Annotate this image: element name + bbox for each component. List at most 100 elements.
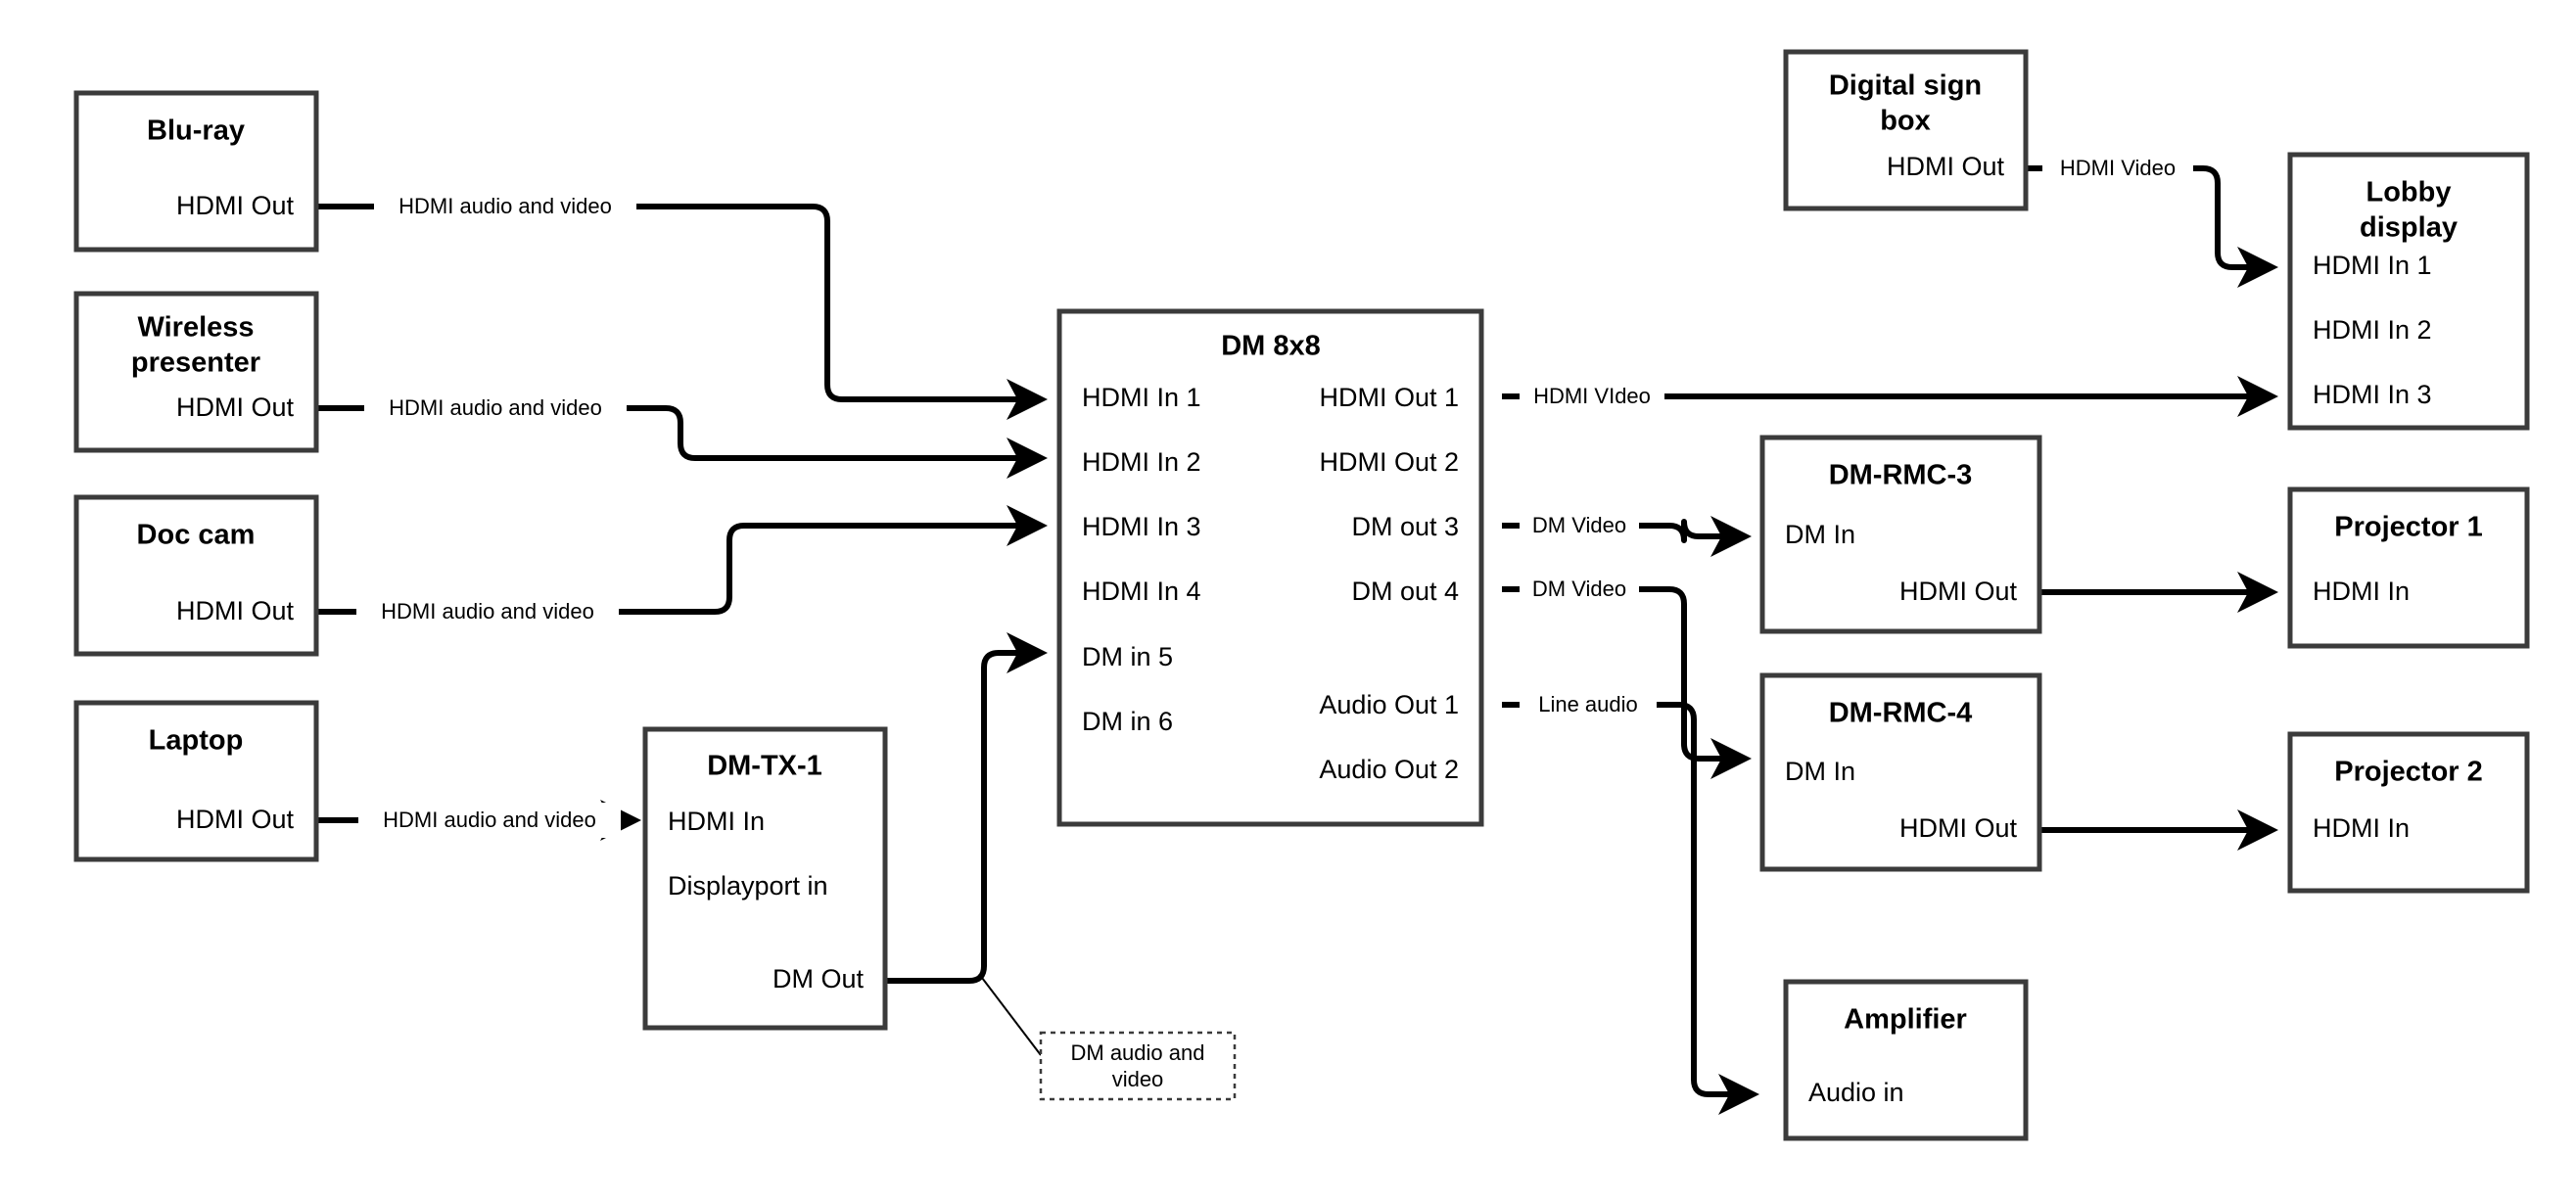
- label-bg: [1520, 572, 1639, 607]
- port-audio-in: Audio in: [1808, 1078, 1904, 1107]
- device-dm-8x8[interactable]: DM 8x8 HDMI In 1 HDMI In 2 HDMI In 3 HDM…: [1056, 308, 1484, 827]
- link-label-hdmi-video-sign: HDMI Video: [2060, 156, 2176, 180]
- note-line-1: DM audio and: [1071, 1040, 1205, 1065]
- port-hdmi-in-3: HDMI In 3: [2313, 380, 2432, 409]
- port-hdmi-out: HDMI Out: [1899, 813, 2018, 843]
- port-hdmi-out: HDMI Out: [176, 805, 295, 834]
- device-doc-cam[interactable]: Doc cam HDMI Out: [73, 494, 319, 657]
- port-hdmi-in-2: HDMI In 2: [2313, 315, 2432, 345]
- device-title: Amplifier: [1844, 1004, 1967, 1036]
- device-amplifier[interactable]: Amplifier Audio in: [1783, 979, 2029, 1141]
- port-hdmi-in-3: HDMI In 3: [1082, 512, 1201, 541]
- device-title-line-1: Wireless: [137, 312, 254, 344]
- device-box: [73, 700, 319, 862]
- link-label-dm-video-4: DM Video: [1532, 577, 1626, 601]
- port-hdmi-in: HDMI In: [2313, 813, 2410, 843]
- wire-dmtx1-to-dm-in-5: [886, 632, 1048, 984]
- label-bg: [1520, 379, 1664, 414]
- device-title: Projector 2: [2334, 757, 2483, 788]
- port-hdmi-in-4: HDMI In 4: [1082, 577, 1201, 606]
- device-title: DM-RMC-3: [1829, 460, 1973, 491]
- link-label-wireless: HDMI audio and video: [389, 395, 602, 420]
- wire-digitalsign-to-lobby-hdmi-in-1: [2027, 165, 2278, 288]
- device-title-line-1: Digital sign: [1829, 70, 1982, 102]
- port-hdmi-out-1: HDMI Out 1: [1319, 383, 1459, 412]
- note-box: [1039, 1031, 1237, 1101]
- link-label-doccam: HDMI audio and video: [381, 599, 594, 624]
- device-title: Blu-ray: [147, 115, 245, 147]
- label-bg: [374, 189, 636, 224]
- note-dm-audio-and-video: DM audio and video: [1039, 1031, 1237, 1101]
- port-audio-out-1: Audio Out 1: [1319, 690, 1459, 719]
- port-hdmi-out: HDMI Out: [176, 596, 295, 625]
- port-dm-in-6: DM in 6: [1082, 707, 1173, 736]
- label-bg: [356, 594, 619, 629]
- port-dm-out-3: DM out 3: [1351, 512, 1459, 541]
- device-title: DM-RMC-4: [1829, 698, 1973, 729]
- device-projector-1[interactable]: Projector 1 HDMI In: [2287, 486, 2530, 649]
- leader-line-dm-audio-video-note: [978, 973, 1042, 1056]
- wire-dm-out-3-to-dmrmc3: [1502, 516, 1752, 557]
- device-title-line-2: box: [1880, 106, 1931, 137]
- note-line-2: video: [1112, 1067, 1164, 1091]
- wire-wireless-to-dm-hdmi-in-2: [315, 405, 1048, 479]
- device-laptop[interactable]: Laptop HDMI Out: [73, 700, 319, 862]
- device-title: Doc cam: [137, 520, 256, 551]
- device-wireless-presenter[interactable]: Wireless presenter HDMI Out: [73, 291, 319, 453]
- link-label-bluray: HDMI audio and video: [398, 194, 612, 218]
- link-label-laptop: HDMI audio and video: [383, 808, 596, 832]
- device-box: [73, 291, 319, 453]
- device-title: DM 8x8: [1221, 331, 1321, 362]
- port-hdmi-in-2: HDMI In 2: [1082, 447, 1201, 477]
- device-lobby-display[interactable]: Lobby display HDMI In 1 HDMI In 2 HDMI I…: [2287, 152, 2530, 431]
- port-audio-out-2: Audio Out 2: [1319, 755, 1459, 784]
- wire-bluray-to-dm-hdmi-in-1: [315, 204, 1048, 420]
- device-dm-rmc-3[interactable]: DM-RMC-3 DM In HDMI Out: [1759, 435, 2042, 634]
- port-hdmi-in: HDMI In: [2313, 577, 2410, 606]
- device-dm-rmc-4[interactable]: DM-RMC-4 DM In HDMI Out: [1759, 672, 2042, 872]
- port-dm-in-5: DM in 5: [1082, 642, 1173, 671]
- wire-doccam-to-dm-hdmi-in-3: [315, 505, 1048, 615]
- port-hdmi-in-1: HDMI In 1: [2313, 251, 2432, 280]
- device-digital-sign-box[interactable]: Digital sign box HDMI Out: [1783, 49, 2029, 211]
- device-box: [1759, 435, 2042, 634]
- device-dm-tx-1[interactable]: DM-TX-1 HDMI In Displayport in DM Out: [642, 726, 888, 1031]
- device-box: [1056, 308, 1484, 827]
- device-projector-2[interactable]: Projector 2 HDMI In: [2287, 731, 2530, 894]
- port-dm-in: DM In: [1785, 757, 1855, 786]
- port-displayport-in: Displayport in: [668, 871, 828, 901]
- port-hdmi-out: HDMI Out: [1887, 152, 2005, 181]
- port-dm-out-4: DM out 4: [1351, 577, 1459, 606]
- port-hdmi-out: HDMI Out: [1899, 577, 2018, 606]
- device-blu-ray[interactable]: Blu-ray HDMI Out: [73, 90, 319, 253]
- port-hdmi-out: HDMI Out: [176, 393, 295, 422]
- port-dm-in: DM In: [1785, 520, 1855, 549]
- device-box: [1783, 49, 2029, 211]
- port-hdmi-in-1: HDMI In 1: [1082, 383, 1201, 412]
- device-box: [73, 90, 319, 253]
- port-dm-out: DM Out: [773, 964, 865, 993]
- device-box: [1759, 672, 2042, 872]
- device-title-line-2: display: [2360, 212, 2458, 244]
- wire-dm-out-4-to-dmrmc4: [1502, 586, 1752, 779]
- link-label-line-audio: Line audio: [1538, 692, 1638, 716]
- label-bg: [2042, 151, 2193, 186]
- port-hdmi-out: HDMI Out: [176, 191, 295, 220]
- device-box: [2287, 152, 2530, 431]
- device-title: Projector 1: [2334, 512, 2483, 543]
- label-bg: [1520, 508, 1639, 543]
- device-title: Laptop: [149, 725, 244, 757]
- port-hdmi-out-2: HDMI Out 2: [1319, 447, 1459, 477]
- device-title: DM-TX-1: [707, 751, 822, 782]
- link-label-dm-video-3: DM Video: [1532, 513, 1626, 537]
- label-bg: [1520, 687, 1657, 722]
- device-title-line-1: Lobby: [2366, 177, 2452, 208]
- device-box: [1783, 979, 2029, 1141]
- device-box: [642, 726, 888, 1031]
- port-hdmi-in: HDMI In: [668, 807, 765, 836]
- wire-dm-audio-out-1-to-amplifier: [1502, 702, 1759, 1115]
- label-bg: [358, 803, 621, 838]
- link-label-hdmi-video-lobby: HDMI VIdeo: [1533, 384, 1651, 408]
